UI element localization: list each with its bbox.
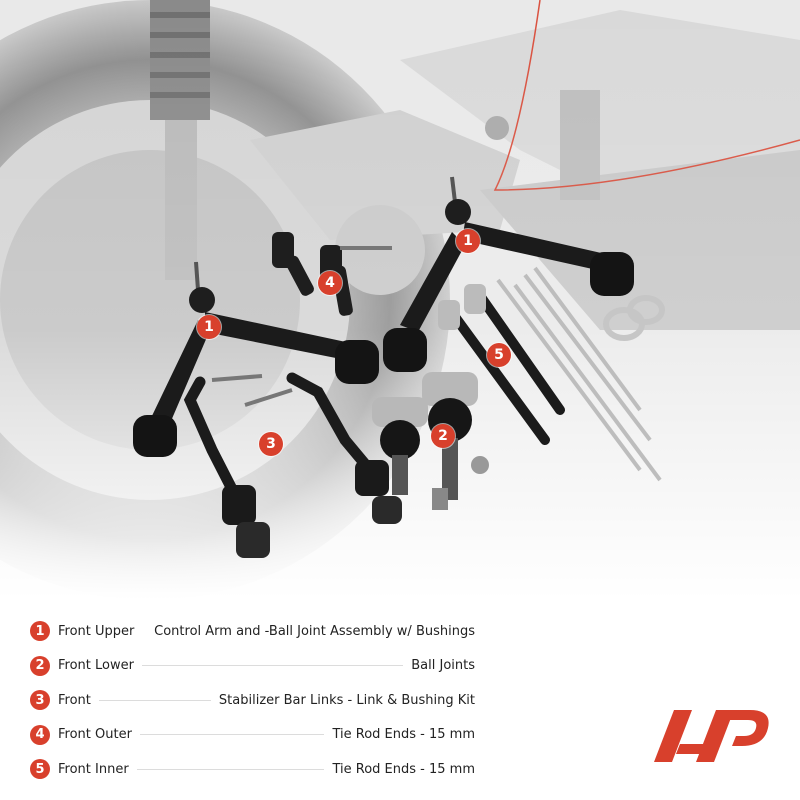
callout-badge-5: 5: [487, 343, 511, 367]
legend-row: 1 Front Upper Control Arm and -Ball Join…: [30, 614, 475, 649]
legend-lead: Front Inner: [58, 761, 129, 777]
upper-control-arm-right: [383, 176, 634, 372]
legend-description: Ball Joints: [411, 658, 475, 674]
legend-number: 1: [30, 621, 50, 642]
legend-divider: [136, 768, 325, 770]
callout-badge-1a: 1: [197, 315, 221, 339]
upper-control-arm-left: [133, 261, 379, 457]
legend-description: Stabilizer Bar Links - Link & Bushing Ki…: [218, 692, 475, 708]
legend-row: 3 Front Stabilizer Bar Links - Link & Bu…: [30, 683, 475, 718]
callout-badge-2: 2: [431, 424, 455, 448]
legend-lead: Front Lower: [58, 658, 134, 674]
callout-badge-3: 3: [259, 432, 283, 456]
parts-legend: 1 Front Upper Control Arm and -Ball Join…: [30, 614, 475, 787]
legend-number: 3: [30, 690, 50, 711]
legend-divider: [142, 631, 146, 632]
legend-row: 2 Front Lower Ball Joints: [30, 649, 475, 684]
legend-number: 2: [30, 655, 50, 676]
washers: [603, 295, 665, 341]
product-photo: [0, 0, 800, 600]
legend-number: 5: [30, 759, 50, 780]
callout-badge-1b: 1: [456, 229, 480, 253]
zip-ties: [496, 266, 662, 482]
legend-number: 4: [30, 724, 50, 745]
legend-lead: Front Upper: [58, 623, 135, 639]
legend-description: Tie Rod Ends - 15 mm: [332, 761, 475, 777]
legend-description: Tie Rod Ends - 15 mm: [332, 727, 475, 743]
legend-divider: [139, 734, 325, 736]
legend-divider: [98, 699, 211, 701]
legend-row: 4 Front Outer Tie Rod Ends - 15 mm: [30, 718, 475, 753]
callout-badge-4: 4: [318, 271, 342, 295]
stabilizer-bar-links: [183, 372, 402, 558]
legend-description: Control Arm and -Ball Joint Assembly w/ …: [154, 623, 475, 639]
legend-lead: Front: [58, 692, 91, 708]
legend-divider: [141, 665, 404, 667]
legend-lead: Front Outer: [58, 727, 132, 743]
inner-tie-rod-ends: [438, 284, 565, 445]
legend-row: 5 Front Inner Tie Rod Ends - 15 mm: [30, 752, 475, 787]
brand-logo-icon: [654, 710, 769, 762]
